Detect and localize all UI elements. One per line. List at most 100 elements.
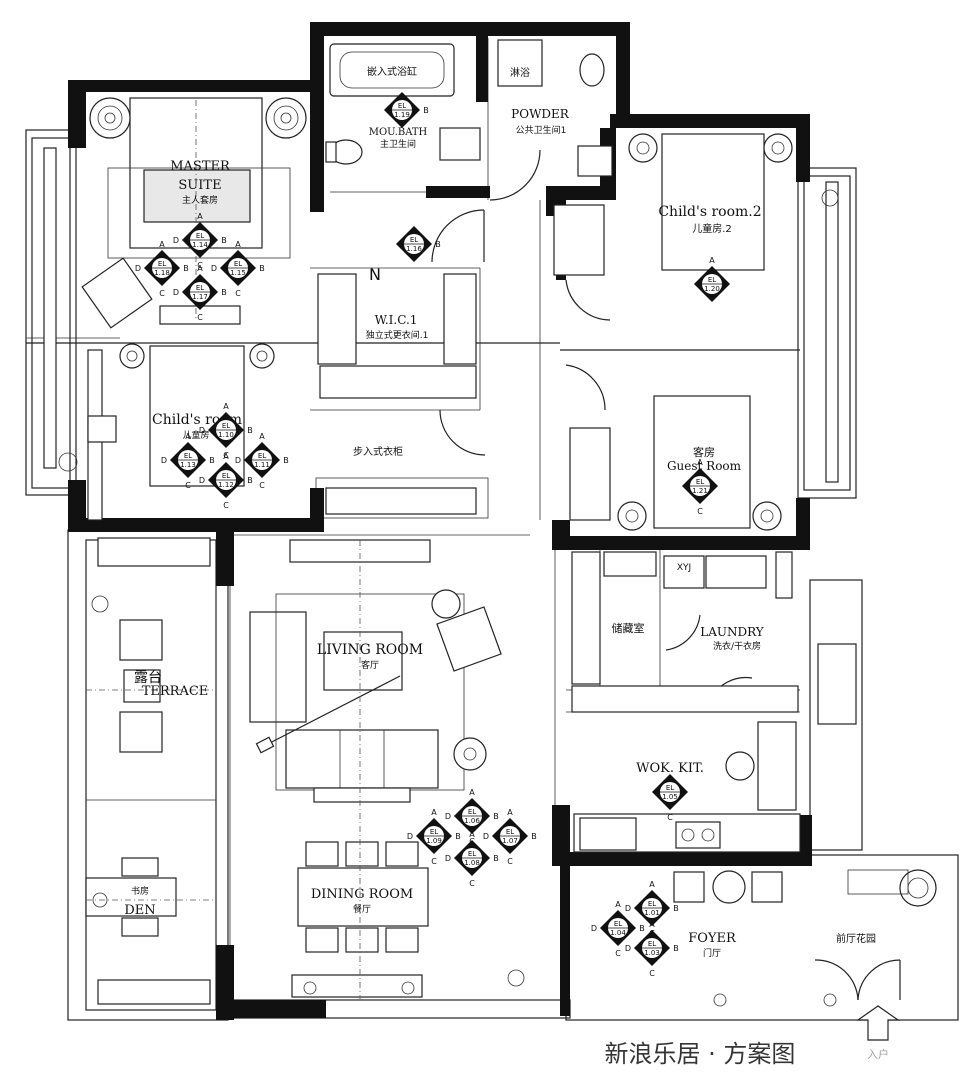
wok-label-en: WOK. KIT. [636, 761, 704, 776]
elevation-prefix: EL [196, 232, 204, 240]
elevation-direction-b: B [221, 236, 227, 245]
elevation-number: 1.06 [464, 817, 480, 825]
elevation-direction-b: B [673, 944, 679, 953]
elevation-direction-d: D [161, 456, 167, 465]
elevation-number: 1.21 [692, 487, 708, 495]
master-label-en2: SUITE [178, 178, 221, 193]
elevation-direction-c: C [159, 289, 165, 298]
moubath-label-en: MOU.BATH [369, 127, 428, 138]
elevation-tag: EL1.05C [652, 774, 688, 822]
elevation-direction-d: D [199, 476, 205, 485]
elevation-direction-b: B [493, 812, 499, 821]
terrace-label-en: TERRACE [142, 684, 209, 699]
elevation-direction-b: B [455, 832, 461, 841]
foyer-label-en: FOYER [688, 931, 737, 946]
elevation-direction-d: D [483, 832, 489, 841]
elevation-prefix: EL [222, 472, 230, 480]
guest-label-en: Guest Room [667, 459, 742, 473]
elevation-number: 1.07 [502, 837, 518, 845]
guest-label-cn: 客房 [693, 445, 715, 459]
elevation-number: 1.10 [218, 431, 234, 439]
elevation-direction-c: C [469, 879, 475, 888]
elevation-number: 1.15 [230, 269, 246, 277]
wic-label-en: W.I.C.1 [375, 313, 418, 327]
child2-label-en: Child's room.2 [658, 204, 761, 220]
elevation-direction-b: B [639, 924, 645, 933]
master-label-cn: 主人套房 [182, 194, 218, 206]
elevation-direction-c: C [259, 481, 265, 490]
elevation-direction-a: A [235, 240, 241, 249]
elevation-number: 1.08 [464, 859, 480, 867]
elevation-direction-a: A [223, 402, 229, 411]
powder-label-en: POWDER [511, 107, 570, 121]
elevation-prefix: EL [648, 900, 656, 908]
elevation-direction-d: D [625, 904, 631, 913]
bathtub-label: 嵌入式浴缸 [367, 65, 417, 78]
elevation-tag: EL1.20A [694, 256, 730, 302]
elevation-prefix: EL [184, 452, 192, 460]
elevation-number: 1.12 [218, 481, 234, 489]
garden-label-cn: 前厅花园 [836, 932, 876, 945]
elevation-direction-c: C [649, 969, 655, 978]
elevation-number: 1.13 [180, 461, 196, 469]
elevation-direction-a: A [697, 458, 703, 467]
elevation-direction-b: B [531, 832, 537, 841]
laundry-label-cn: 洗衣/干衣房 [713, 640, 761, 652]
elevation-number: 1.05 [662, 793, 678, 801]
elevation-prefix: EL [614, 920, 622, 928]
child-label-cn: 儿童房 [182, 429, 209, 441]
laundry-label-en: LAUNDRY [700, 625, 765, 639]
elevation-direction-b: B [423, 106, 429, 115]
elevation-direction-b: B [183, 264, 189, 273]
powder-label-cn: 公共卫生间1 [516, 124, 567, 136]
elevation-direction-d: D [173, 236, 179, 245]
elevation-prefix: EL [158, 260, 166, 268]
elevation-direction-a: A [223, 452, 229, 461]
elevation-direction-b: B [435, 240, 441, 249]
elevation-prefix: EL [506, 828, 514, 836]
furniture [43, 39, 937, 1007]
elevation-direction-d: D [625, 944, 631, 953]
elevation-prefix: EL [666, 784, 674, 792]
watermark: 新浪乐居 · 方案图 [605, 1040, 796, 1068]
elevation-direction-b: B [247, 426, 253, 435]
elevation-direction-c: C [615, 949, 621, 958]
foyer-label-cn: 门厅 [703, 947, 721, 959]
moubath-label-cn: 主卫生间 [380, 138, 416, 150]
elevation-tag: EL1.01ABCD [625, 880, 679, 938]
elevation-number: 1.11 [254, 461, 270, 469]
elevation-direction-d: D [235, 456, 241, 465]
elevation-prefix: EL [196, 284, 204, 292]
elevation-direction-a: A [649, 920, 655, 929]
elevation-prefix: EL [258, 452, 266, 460]
elevation-prefix: EL [468, 808, 476, 816]
elevation-direction-a: A [507, 808, 513, 817]
elevation-direction-c: C [697, 507, 703, 516]
elevation-prefix: EL [708, 276, 716, 284]
elevation-prefix: EL [222, 422, 230, 430]
elevation-direction-a: A [259, 432, 265, 441]
elevation-direction-d: D [591, 924, 597, 933]
elevation-number: 1.16 [406, 245, 422, 253]
elevation-number: 1.04 [610, 929, 626, 937]
elevation-tag: EL1.06ABCD [445, 788, 499, 846]
elevation-direction-c: C [197, 313, 203, 322]
elevation-direction-b: B [493, 854, 499, 863]
elevation-direction-c: C [431, 857, 437, 866]
elevation-direction-d: D [173, 288, 179, 297]
elevation-number: 1.09 [426, 837, 442, 845]
living-label-en: LIVING ROOM [317, 642, 423, 658]
elevation-prefix: EL [234, 260, 242, 268]
